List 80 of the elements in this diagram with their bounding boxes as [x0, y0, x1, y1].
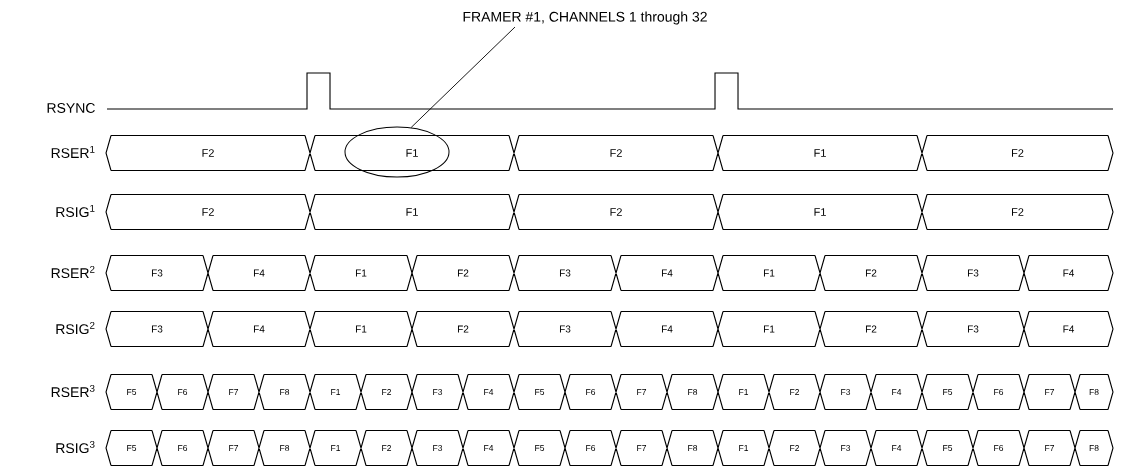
segment-label: F4 — [892, 389, 902, 395]
segment-label: F8 — [1089, 389, 1099, 395]
segment-label: F1 — [406, 149, 418, 157]
segment-label: F3 — [560, 269, 571, 277]
segment-label: F4 — [484, 389, 494, 395]
segment-label: F8 — [280, 445, 290, 451]
segment-label: F1 — [356, 269, 367, 277]
segment-label: F1 — [739, 389, 749, 395]
segment-label: F6 — [994, 389, 1004, 395]
segment-label: F3 — [152, 269, 163, 277]
segment-label: F3 — [433, 445, 443, 451]
segment-label: F3 — [560, 325, 571, 333]
segment-label: F2 — [610, 149, 622, 157]
segment-label: F2 — [382, 389, 392, 395]
segment-label: F2 — [866, 269, 877, 277]
segment-label: F1 — [331, 445, 341, 451]
leader-line — [410, 26, 516, 128]
segment-label: F2 — [610, 208, 622, 216]
highlight-ellipse — [344, 126, 450, 178]
segment-label: F2 — [458, 269, 469, 277]
segment-label: F8 — [280, 389, 290, 395]
segment-label: F4 — [662, 269, 673, 277]
segment-label: F1 — [331, 389, 341, 395]
segment-label: F3 — [841, 389, 851, 395]
segment-label: F3 — [152, 325, 163, 333]
signal-name: RSYNC — [47, 103, 95, 113]
segment-label: F4 — [1063, 269, 1075, 277]
segment-label: F4 — [254, 325, 265, 333]
segment-label: F1 — [814, 149, 826, 157]
callout-text: FRAMER #1, CHANNELS 1 through 32 — [463, 11, 707, 25]
segment-label: F7 — [637, 389, 647, 395]
segment-label: F4 — [484, 445, 494, 451]
segment-label: F1 — [739, 445, 749, 451]
segment-label: F5 — [943, 389, 953, 395]
segment-label: F3 — [841, 445, 851, 451]
segment-label: F1 — [764, 325, 775, 333]
signal-name: RSIG$^{1}$ — [56, 204, 95, 218]
segment-label: F2 — [382, 445, 392, 451]
segment-label: F5 — [535, 445, 545, 451]
segment-label: F5 — [943, 445, 953, 451]
segment-label: F3 — [433, 389, 443, 395]
segment-label: F7 — [229, 445, 239, 451]
segment-label: F4 — [892, 445, 902, 451]
segment-label: F1 — [814, 208, 826, 216]
signal-name: RSIG$^{3}$ — [56, 440, 95, 454]
segment-label: F1 — [406, 208, 418, 216]
segment-label: F1 — [764, 269, 775, 277]
segment-label: F8 — [688, 389, 698, 395]
segment-label: F3 — [968, 269, 979, 277]
segment-label: F3 — [968, 325, 979, 333]
segment-label: F2 — [790, 389, 800, 395]
segment-label: F4 — [662, 325, 673, 333]
segment-label: F6 — [586, 445, 596, 451]
signal-name: RSER$^{2}$ — [51, 265, 95, 279]
segment-label: F5 — [127, 445, 137, 451]
segment-label: F4 — [254, 269, 265, 277]
signal-name: RSER$^{3}$ — [51, 384, 95, 398]
segment-label: F7 — [637, 445, 647, 451]
segment-label: F6 — [178, 445, 188, 451]
segment-label: F4 — [1063, 325, 1075, 333]
segment-label: F7 — [1045, 389, 1055, 395]
segment-label: F5 — [127, 389, 137, 395]
segment-label: F6 — [586, 389, 596, 395]
segment-label: F2 — [458, 325, 469, 333]
segment-label: F2 — [202, 149, 214, 157]
segment-label: F7 — [229, 389, 239, 395]
signal-name: RSIG$^{2}$ — [56, 321, 95, 335]
segment-label: F8 — [688, 445, 698, 451]
segment-label: F7 — [1045, 445, 1055, 451]
segment-label: F6 — [994, 445, 1004, 451]
segment-label: F2 — [1012, 208, 1024, 216]
segment-label: F2 — [1012, 149, 1024, 157]
segment-label: F5 — [535, 389, 545, 395]
segment-label: F1 — [356, 325, 367, 333]
segment-label: F2 — [866, 325, 877, 333]
segment-label: F2 — [790, 445, 800, 451]
segment-label: F8 — [1089, 445, 1099, 451]
segment-label: F2 — [202, 208, 214, 216]
segment-label: F6 — [178, 389, 188, 395]
signal-name: RSER$^{1}$ — [51, 145, 95, 159]
